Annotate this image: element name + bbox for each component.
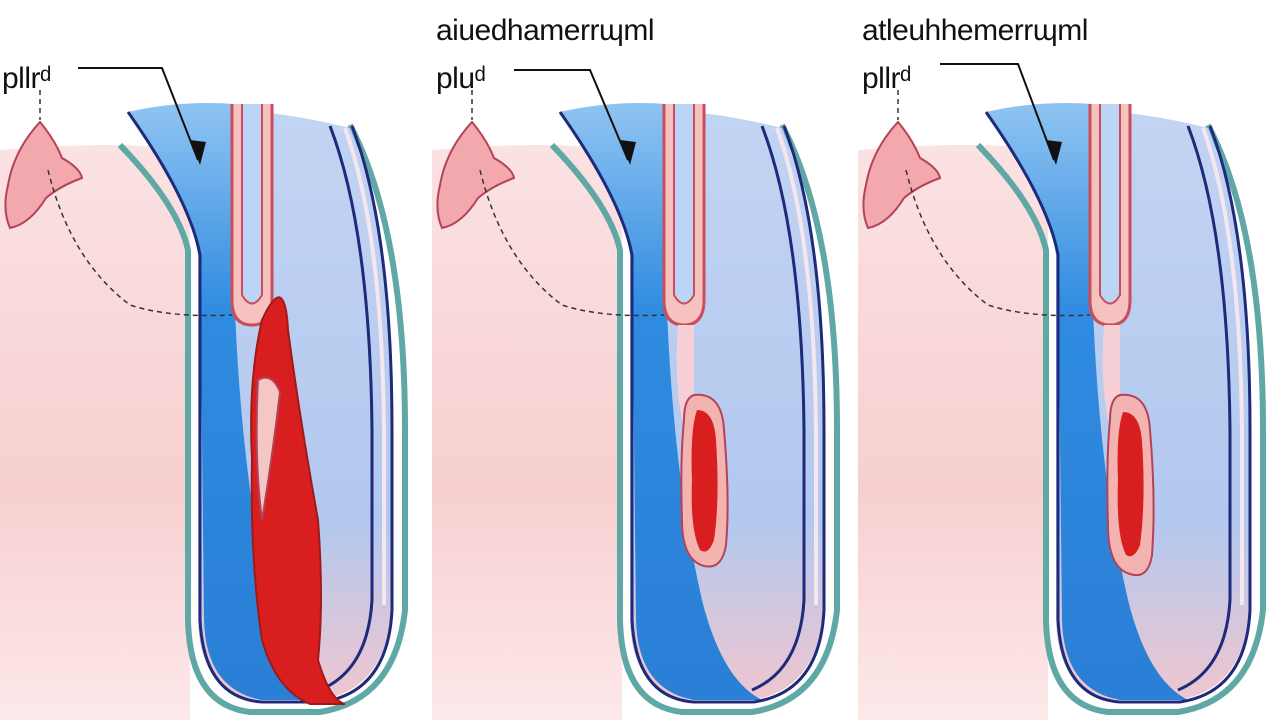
panel-1: pllrᵈ	[0, 62, 405, 720]
pointer-arrow	[940, 63, 1055, 161]
plug-label: pllrᵈ	[862, 62, 911, 95]
panel-title: aiuedhamerrɰml	[436, 14, 654, 47]
pointer-arrow	[514, 69, 629, 161]
panel-3: atleuhhemerrɰml pllrᵈ	[858, 14, 1263, 720]
plug-label: pluᵈ	[436, 62, 486, 95]
panel-title: atleuhhemerrɰml	[862, 14, 1088, 47]
plug-label: pllrᵈ	[2, 62, 51, 95]
pointer-arrow	[78, 67, 199, 161]
panel-2: aiuedhamerrɰml pluᵈ	[432, 14, 837, 720]
